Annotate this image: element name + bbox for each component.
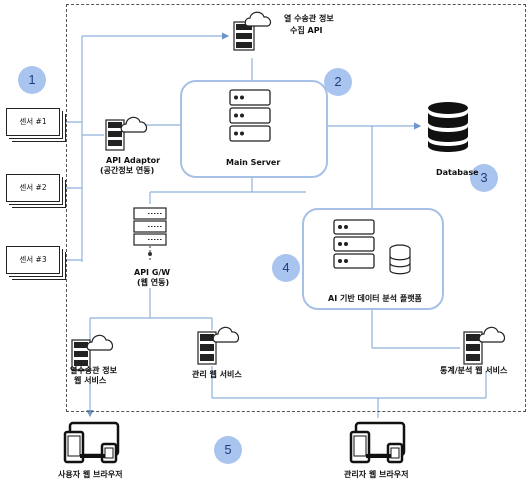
user-devices-icon (63, 421, 120, 464)
stats-web-label: 통계/분석 웹 서비스 (440, 366, 508, 375)
api-adaptor-label-1: API Adaptor (106, 156, 161, 165)
heat-api-label-1: 열 수송관 정보 (284, 14, 334, 23)
ai-server-icon (333, 219, 375, 269)
heat-web-server-icon (71, 334, 114, 371)
database-label: Database (436, 168, 479, 177)
stats-web-server-icon (463, 326, 506, 365)
badge-4: 4 (272, 254, 300, 282)
admin-devices-icon (349, 421, 406, 464)
heat-api-label-2: 수집 API (290, 26, 323, 35)
heat-api-server-icon (233, 11, 272, 51)
sensor-1: 센서 #1 (6, 108, 60, 136)
mgmt-web-server-icon (197, 326, 240, 365)
badge-5: 5 (214, 436, 242, 464)
badge-1: 1 (18, 66, 46, 94)
heat-web-label-2: 웹 서비스 (74, 376, 107, 385)
api-gw-label-2: (웹 연동) (137, 278, 170, 287)
badge-3: 3 (470, 164, 498, 192)
badge-2: 2 (324, 68, 352, 96)
ai-platform-label: AI 기반 데이터 분석 플랫폼 (328, 294, 422, 303)
api-gw-label-1: API G/W (134, 268, 171, 277)
admin-browser-label: 관리자 웹 브라우저 (344, 470, 409, 479)
main-server-label: Main Server (226, 158, 281, 167)
user-browser-label: 사용자 웹 브라우저 (58, 470, 123, 479)
api-gw-server-icon (133, 207, 167, 246)
main-server-icon (229, 89, 271, 142)
ai-database-icon (389, 244, 411, 275)
api-adaptor-label-2: (공간정보 연동) (100, 166, 155, 175)
sensor-2: 센서 #2 (6, 174, 60, 202)
mgmt-web-label: 관리 웹 서비스 (192, 370, 242, 379)
system-boundary (66, 4, 526, 412)
api-adaptor-server-icon (105, 116, 148, 151)
sensor-3: 센서 #3 (6, 246, 60, 274)
heat-web-label-1: 열수송관 정보 (70, 366, 117, 375)
database-icon (428, 102, 468, 152)
